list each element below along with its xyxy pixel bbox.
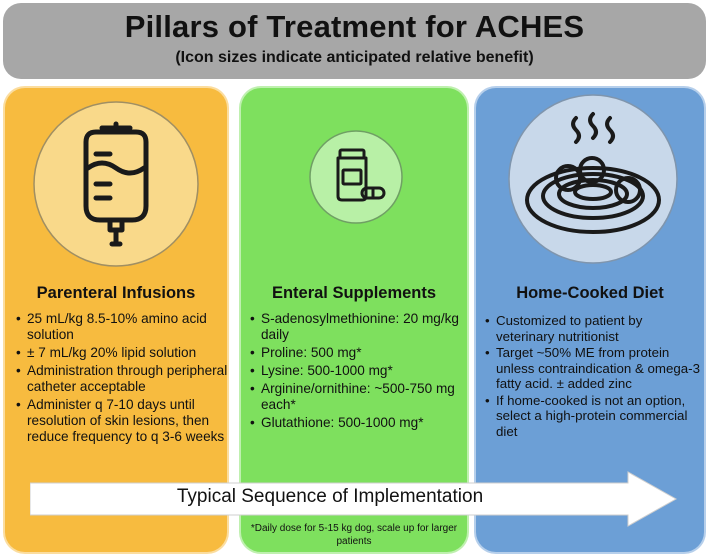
list-item: ± 7 mL/kg 20% lipid solution bbox=[16, 345, 228, 361]
list-item: Lysine: 500-1000 mg* bbox=[250, 363, 466, 379]
bullet-list: S-adenosylmethionine: 20 mg/kg daily Pro… bbox=[250, 311, 466, 433]
pillar-title: Parenteral Infusions bbox=[36, 284, 196, 302]
list-item: Arginine/ornithine: ~500-750 mg each* bbox=[250, 381, 466, 413]
page-title: Pillars of Treatment for ACHES bbox=[124, 9, 585, 44]
pillar-title: Home-Cooked Diet bbox=[516, 284, 664, 302]
list-item: S-adenosylmethionine: 20 mg/kg daily bbox=[250, 311, 466, 343]
header-banner: Pillars of Treatment for ACHES (Icon siz… bbox=[3, 3, 706, 79]
sequence-arrow: Typical Sequence of Implementation bbox=[30, 470, 680, 528]
bullet-list: 25 mL/kg 8.5-10% amino acid solution ± 7… bbox=[16, 311, 228, 447]
iv-bag-icon bbox=[33, 101, 199, 267]
list-item: Target ~50% ME from protein unless contr… bbox=[485, 345, 703, 392]
list-item: Glutathione: 500-1000 mg* bbox=[250, 415, 466, 431]
pill-bottle-icon bbox=[309, 130, 403, 224]
pillar-title: Enteral Supplements bbox=[271, 284, 437, 302]
list-item: If home-cooked is not an option, select … bbox=[485, 393, 703, 440]
pillar-home-cooked-diet: Home-Cooked Diet Customized to patient b… bbox=[474, 86, 706, 554]
food-plate-icon bbox=[508, 94, 678, 264]
list-item: Administer q 7-10 days until resolution … bbox=[16, 397, 228, 445]
arrow-label: Typical Sequence of Implementation bbox=[176, 486, 484, 507]
bullet-list: Customized to patient by veterinary nutr… bbox=[485, 313, 703, 440]
pillar-parenteral-infusions: Parenteral Infusions 25 mL/kg 8.5-10% am… bbox=[3, 86, 229, 554]
arrow-shape bbox=[30, 471, 678, 527]
list-item: Proline: 500 mg* bbox=[250, 345, 466, 361]
page-subtitle: (Icon sizes indicate anticipated relativ… bbox=[175, 49, 534, 66]
list-item: Administration through peripheral cathet… bbox=[16, 363, 228, 395]
pillar-enteral-supplements: Enteral Supplements S-adenosylmethionine… bbox=[239, 86, 469, 554]
list-item: Customized to patient by veterinary nutr… bbox=[485, 313, 703, 344]
dose-footnote: *Daily dose for 5-15 kg dog, scale up fo… bbox=[250, 523, 458, 547]
list-item: 25 mL/kg 8.5-10% amino acid solution bbox=[16, 311, 228, 343]
